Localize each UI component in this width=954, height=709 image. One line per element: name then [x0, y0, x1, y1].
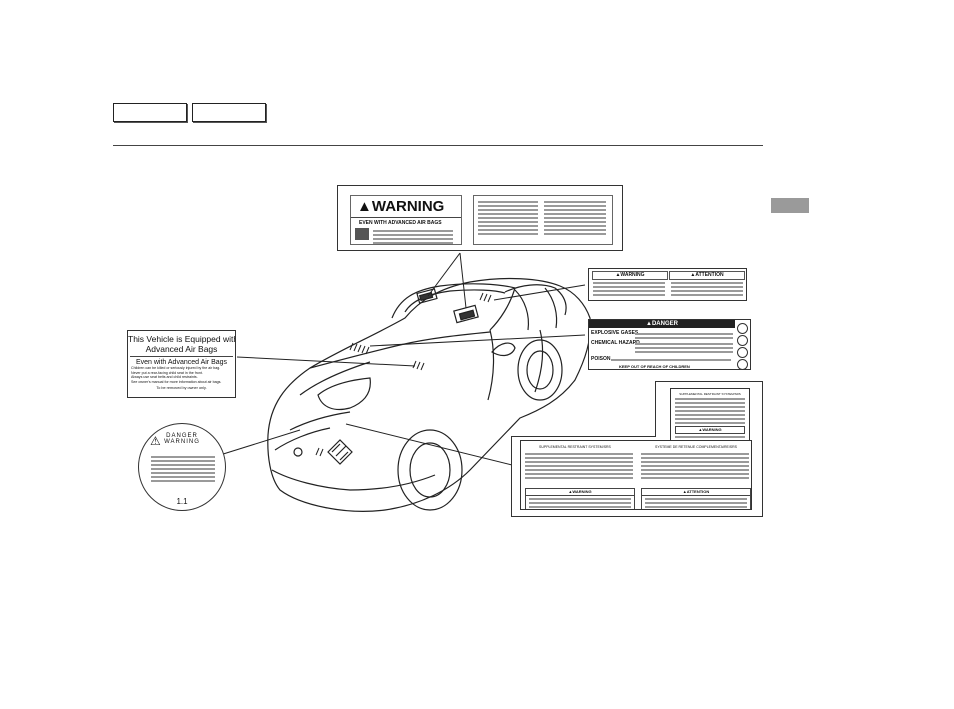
warning-triangle-icon: ▲ — [682, 489, 687, 494]
warning-triangle-icon: ▲ — [690, 272, 696, 278]
warning-attention-label: ▲WARNING ▲ATTENTION — [588, 268, 747, 301]
warning-triangle-icon: ▲ — [615, 272, 621, 278]
srs-large-label: SUPPLEMENTAL RESTRAINT SYSTEM/SRS SYSTEM… — [520, 440, 752, 510]
battery-danger-label: ▲DANGER EXPLOSIVE GASES CHEMICAL HAZARD … — [588, 319, 751, 370]
airbag-child-icon — [355, 228, 369, 240]
warning-triangle-icon: ▲ — [568, 489, 573, 494]
airbag-equipped-label: This Vehicle is Equipped with Advanced A… — [127, 330, 236, 398]
danger-disc-label: ⚠ DANGER WARNING 1.1 — [138, 423, 226, 511]
nav-tab-2[interactable] — [192, 103, 266, 122]
warning-triangle-icon: ⚠ — [150, 434, 161, 448]
header-rule — [113, 145, 763, 146]
warning-label-top: ▲WARNING EVEN WITH ADVANCED AIR BAGS — [337, 185, 623, 251]
battery-hazard-icons — [737, 322, 749, 369]
warning-triangle-icon: ▲ — [357, 198, 372, 215]
danger-triangle-icon: ▲ — [646, 321, 652, 327]
warning-triangle-icon: ▲ — [698, 427, 703, 432]
nav-tab-1[interactable] — [113, 103, 187, 122]
section-tab[interactable] — [771, 198, 809, 213]
